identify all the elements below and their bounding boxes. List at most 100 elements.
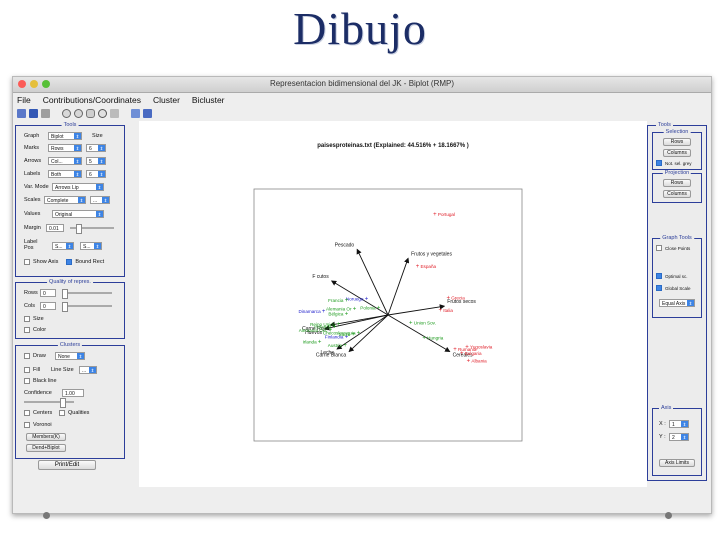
point-irlanda[interactable]: + — [318, 339, 322, 345]
selection-columns-button[interactable]: Columns — [663, 149, 691, 157]
hand-icon[interactable] — [86, 108, 95, 118]
point-portugal[interactable]: + — [433, 212, 437, 218]
draw-checkbox[interactable] — [24, 353, 30, 359]
arrows-size-select[interactable]: 5⇕ — [86, 157, 106, 165]
point-reino-unido[interactable]: + — [337, 322, 341, 328]
point-hungria[interactable]: + — [422, 336, 426, 342]
arrow-f-cutos — [330, 280, 389, 316]
confidence-input[interactable]: 1.00 — [62, 389, 84, 397]
print-edit-button[interactable]: Print/Edit — [38, 460, 96, 470]
arrows-select[interactable]: Col...⇕ — [48, 157, 82, 165]
reset-icon[interactable] — [110, 108, 119, 118]
export-icon[interactable] — [131, 108, 140, 118]
dendbiplot-button[interactable]: Dend+Biplot — [26, 444, 66, 452]
point-bulgaria[interactable]: + — [460, 351, 464, 357]
cols-quality-input[interactable]: 0 — [40, 302, 56, 310]
labelpos-select-a[interactable]: S...⇕ — [52, 242, 74, 250]
point-grecia[interactable]: + — [447, 295, 451, 301]
cols-quality-slider[interactable] — [62, 302, 112, 312]
selection-title: Selection — [663, 129, 691, 135]
labels-size-select[interactable]: 6⇕ — [86, 170, 106, 178]
projection-columns-button[interactable]: Columns — [663, 190, 691, 198]
linesize-select[interactable]: ...⇕ — [79, 366, 97, 374]
point-b-lgica[interactable]: + — [345, 312, 349, 318]
not-sel-grey-checkbox[interactable] — [656, 160, 662, 166]
margin-slider[interactable] — [70, 224, 114, 234]
zoom-window-button[interactable] — [42, 80, 50, 88]
save-icon[interactable] — [29, 108, 38, 118]
labelpos-select-b[interactable]: S...⇕ — [80, 242, 102, 250]
marks-select[interactable]: Rows⇕ — [48, 144, 82, 152]
point-polonia[interactable]: + — [377, 305, 381, 311]
point-checoslovaquia[interactable]: + — [357, 331, 361, 337]
open-icon[interactable] — [17, 108, 26, 118]
optimal-sc-checkbox[interactable] — [656, 273, 662, 279]
arrow-pescado — [356, 248, 389, 316]
x-axis-select[interactable]: 1⇕ — [669, 420, 689, 428]
projection-rows-button[interactable]: Rows — [663, 179, 691, 187]
row-label-suiza: Suiza — [339, 332, 351, 337]
selection-rows-button[interactable]: Rows — [663, 138, 691, 146]
minimize-window-button[interactable] — [30, 80, 38, 88]
varmode-select[interactable]: Arrows Lip⇕ — [52, 183, 104, 191]
blackline-checkbox[interactable] — [24, 378, 30, 384]
size-checkbox[interactable] — [24, 316, 30, 322]
menu-cluster[interactable]: Cluster — [152, 95, 180, 105]
point-italia[interactable]: + — [439, 308, 443, 314]
point-albania[interactable]: + — [467, 358, 471, 364]
point-alemania-or[interactable]: + — [353, 307, 357, 313]
point-rumania[interactable]: + — [453, 347, 457, 353]
global-scale-checkbox[interactable] — [656, 285, 662, 291]
draw-select[interactable]: None⇕ — [55, 352, 85, 360]
point-union-sov[interactable]: + — [409, 321, 413, 327]
row-label-union-sov: Union Sov. — [414, 321, 436, 326]
point-finlandia[interactable]: + — [345, 334, 349, 340]
voronoi-checkbox[interactable] — [24, 422, 30, 428]
graph-select[interactable]: Biplot⇕ — [48, 132, 82, 140]
members-button[interactable]: Members(K) — [26, 433, 66, 441]
close-points-checkbox[interactable] — [656, 245, 662, 251]
color-cb-label: Color — [33, 327, 47, 333]
centers-checkbox[interactable] — [24, 410, 30, 416]
zoom-in-icon[interactable] — [62, 108, 71, 118]
point-suiza[interactable]: + — [351, 332, 355, 338]
point-noruega[interactable]: + — [365, 297, 369, 303]
show-axis-checkbox[interactable] — [24, 259, 30, 265]
scales-select[interactable]: Complete⇕ — [44, 196, 86, 204]
zoom-out-icon[interactable] — [74, 108, 83, 118]
values-select[interactable]: Original⇕ — [52, 210, 104, 218]
row-label-b-lgica: Bélgica — [328, 312, 344, 317]
point-dinamarca[interactable]: + — [322, 309, 326, 315]
menu-file[interactable]: File — [17, 95, 31, 105]
confidence-label: Confidence — [24, 390, 52, 396]
arrow-frutos-y-vegetales — [387, 257, 410, 316]
confidence-slider[interactable] — [24, 398, 74, 408]
menu-contributions[interactable]: Contributions/Coordinates — [42, 95, 141, 105]
point-yugoslavia[interactable]: + — [465, 345, 469, 351]
rows-quality-input[interactable]: 0 — [40, 289, 56, 297]
menu-bicluster[interactable]: Bicluster — [191, 95, 225, 105]
table-icon[interactable] — [143, 108, 152, 118]
point-espa-a[interactable]: + — [416, 264, 420, 270]
rotate-icon[interactable] — [98, 108, 107, 118]
point-austria[interactable]: + — [343, 343, 347, 349]
row-label-albania: Albania — [471, 358, 487, 363]
labels-select[interactable]: Both⇕ — [48, 170, 82, 178]
y-axis-select[interactable]: 2⇕ — [669, 433, 689, 441]
bound-rect-checkbox[interactable] — [66, 259, 73, 265]
scales-extra-select[interactable]: ...⇕ — [90, 196, 110, 204]
fill-checkbox[interactable] — [24, 367, 30, 373]
equal-axis-select[interactable]: Equal Axis⇕ — [659, 299, 695, 307]
print-icon[interactable] — [41, 108, 50, 118]
point-francia[interactable]: + — [345, 298, 349, 304]
qualities-checkbox[interactable] — [59, 410, 65, 416]
point-holanda[interactable]: + — [333, 324, 337, 330]
margin-input[interactable]: 0.01 — [46, 224, 64, 232]
rows-quality-slider[interactable] — [62, 289, 112, 299]
voronoi-label: Voronoi — [33, 422, 52, 428]
marks-size-select[interactable]: 6⇕ — [86, 144, 106, 152]
color-checkbox[interactable] — [24, 327, 30, 333]
close-window-button[interactable] — [18, 80, 26, 88]
point-alemania-occ[interactable]: + — [329, 328, 333, 334]
axis-limits-button[interactable]: Axis Limits — [659, 459, 695, 467]
